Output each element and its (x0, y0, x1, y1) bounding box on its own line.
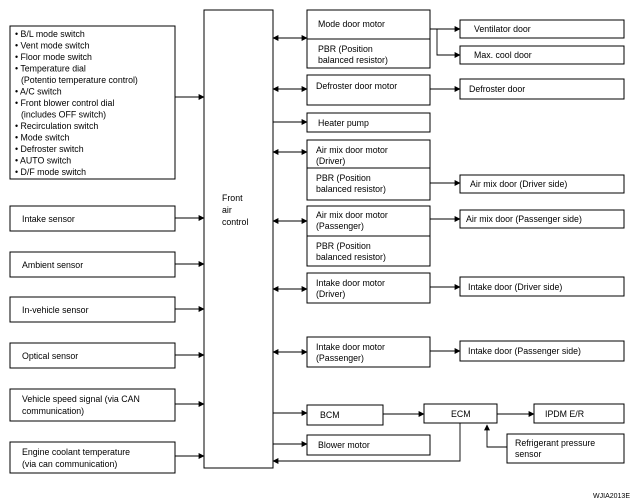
figure-code: WJIA2013E (593, 493, 630, 500)
air-mix-door-motor-driver-box: Air mix door motor (Driver) PBR (Positio… (306, 139, 431, 201)
intake-door-motor-driver-box: Intake door motor (Driver) (306, 272, 431, 304)
ipdm-er-label: IPDM E/R (545, 409, 584, 419)
switch-item: • Vent mode switch (15, 41, 90, 51)
front-air-control-label-line3: control (222, 217, 248, 227)
intake-sensor-label: Intake sensor (22, 214, 75, 224)
defroster-door-motor-label: Defroster door motor (316, 81, 397, 91)
switch-item: (includes OFF switch) (21, 110, 106, 120)
bcm-label: BCM (320, 410, 340, 420)
ventilator-door-box: Ventilator door (459, 19, 625, 39)
vehicle-speed-label-line2: communication) (22, 406, 84, 416)
bcm-box: BCM (306, 404, 384, 426)
refrigerant-pressure-sensor-box: Refrigerant pressure sensor (506, 433, 625, 464)
engine-coolant-label-line1: Engine coolant temperature (22, 447, 130, 457)
optical-sensor-label: Optical sensor (22, 351, 78, 361)
intake-door-passenger-side-box: Intake door (Passenger side) (459, 340, 625, 362)
ipdm-er-box: IPDM E/R (533, 403, 625, 424)
mode-door-motor-box: Mode door motor PBR (Position balanced r… (306, 9, 431, 69)
arrow-max-cool-door (436, 29, 461, 58)
intake-door-driver-side-box: Intake door (Driver side) (459, 276, 625, 297)
switch-item: • Floor mode switch (15, 52, 92, 62)
switch-item: • Recirculation switch (15, 121, 98, 131)
arrow-ecm-to-front-air-control (272, 423, 461, 464)
air-mix-door-passenger-side-box: Air mix door (Passenger side) (459, 209, 625, 229)
in-vehicle-sensor-box: In-vehicle sensor (9, 296, 176, 323)
refrigerant-sensor-label-line2: sensor (515, 449, 541, 459)
switch-item: • Defroster switch (15, 144, 84, 154)
switch-list-box: • B/L mode switch • Vent mode switch • F… (9, 25, 176, 180)
ecm-label: ECM (451, 409, 471, 419)
air-mix-passenger-label-line1: Air mix door motor (316, 210, 388, 220)
blower-motor-box: Blower motor (306, 434, 431, 456)
front-air-control-label-line1: Front (222, 193, 243, 203)
ambient-sensor-label: Ambient sensor (22, 260, 83, 270)
switch-item: • D/F mode switch (15, 167, 86, 177)
optical-sensor-box: Optical sensor (9, 342, 176, 369)
arrow-refrigerant-to-ecm (484, 424, 507, 448)
defroster-door-motor-box: Defroster door motor (306, 74, 431, 106)
switch-item: • Mode switch (15, 133, 70, 143)
intake-passenger-label-line2: (Passenger) (316, 353, 364, 363)
air-mix-driver-label-line1: Air mix door motor (316, 145, 388, 155)
engine-coolant-box: Engine coolant temperature (via can comm… (9, 441, 176, 474)
intake-door-driver-side-label: Intake door (Driver side) (468, 282, 562, 292)
heater-pump-box: Heater pump (306, 112, 431, 133)
ambient-sensor-box: Ambient sensor (9, 251, 176, 278)
intake-sensor-box: Intake sensor (9, 205, 176, 232)
front-air-control-box: Front air control (203, 9, 274, 469)
ventilator-door-label: Ventilator door (474, 24, 531, 34)
air-mix-passenger-label-line2: (Passenger) (316, 221, 364, 231)
intake-driver-label-line2: (Driver) (316, 289, 345, 299)
switch-item: • Front blower control dial (15, 98, 114, 108)
max-cool-door-label: Max. cool door (474, 50, 532, 60)
pbr-label-line2: balanced resistor) (318, 55, 388, 65)
pbr-label-line2: balanced resistor) (316, 252, 386, 262)
air-mix-door-passenger-side-label: Air mix door (Passenger side) (466, 214, 582, 224)
switch-item: • A/C switch (15, 87, 62, 97)
ecm-box: ECM (423, 403, 498, 424)
connectors (175, 26, 535, 464)
air-mix-door-driver-side-box: Air mix door (Driver side) (459, 174, 625, 194)
defroster-door-box: Defroster door (459, 78, 625, 100)
air-mix-door-driver-side-label: Air mix door (Driver side) (470, 179, 567, 189)
switch-item: (Potentio temperature control) (21, 75, 138, 85)
air-mix-door-motor-passenger-box: Air mix door motor (Passenger) PBR (Posi… (306, 205, 431, 267)
pbr-label-line1: PBR (Position (316, 241, 371, 251)
in-vehicle-sensor-label: In-vehicle sensor (22, 305, 89, 315)
intake-door-motor-passenger-box: Intake door motor (Passenger) (306, 336, 431, 368)
blower-motor-label: Blower motor (318, 440, 370, 450)
mode-door-motor-label: Mode door motor (318, 19, 385, 29)
pbr-label-line1: PBR (Position (318, 44, 373, 54)
intake-driver-label-line1: Intake door motor (316, 278, 385, 288)
heater-pump-label: Heater pump (318, 118, 369, 128)
pbr-label-line2: balanced resistor) (316, 184, 386, 194)
switch-item: • Temperature dial (15, 64, 86, 74)
intake-passenger-label-line1: Intake door motor (316, 342, 385, 352)
switch-item: • B/L mode switch (15, 29, 85, 39)
vehicle-speed-signal-box: Vehicle speed signal (via CAN communicat… (9, 388, 176, 422)
switch-item: • AUTO switch (15, 156, 71, 166)
air-mix-driver-label-line2: (Driver) (316, 156, 345, 166)
front-air-control-label-line2: air (222, 205, 232, 215)
max-cool-door-box: Max. cool door (459, 45, 625, 65)
refrigerant-sensor-label-line1: Refrigerant pressure (515, 438, 595, 448)
intake-door-passenger-side-label: Intake door (Passenger side) (468, 346, 581, 356)
pbr-label-line1: PBR (Position (316, 173, 371, 183)
engine-coolant-label-line2: (via can communication) (22, 459, 117, 469)
vehicle-speed-label-line1: Vehicle speed signal (via CAN (22, 394, 140, 404)
defroster-door-label: Defroster door (469, 84, 525, 94)
